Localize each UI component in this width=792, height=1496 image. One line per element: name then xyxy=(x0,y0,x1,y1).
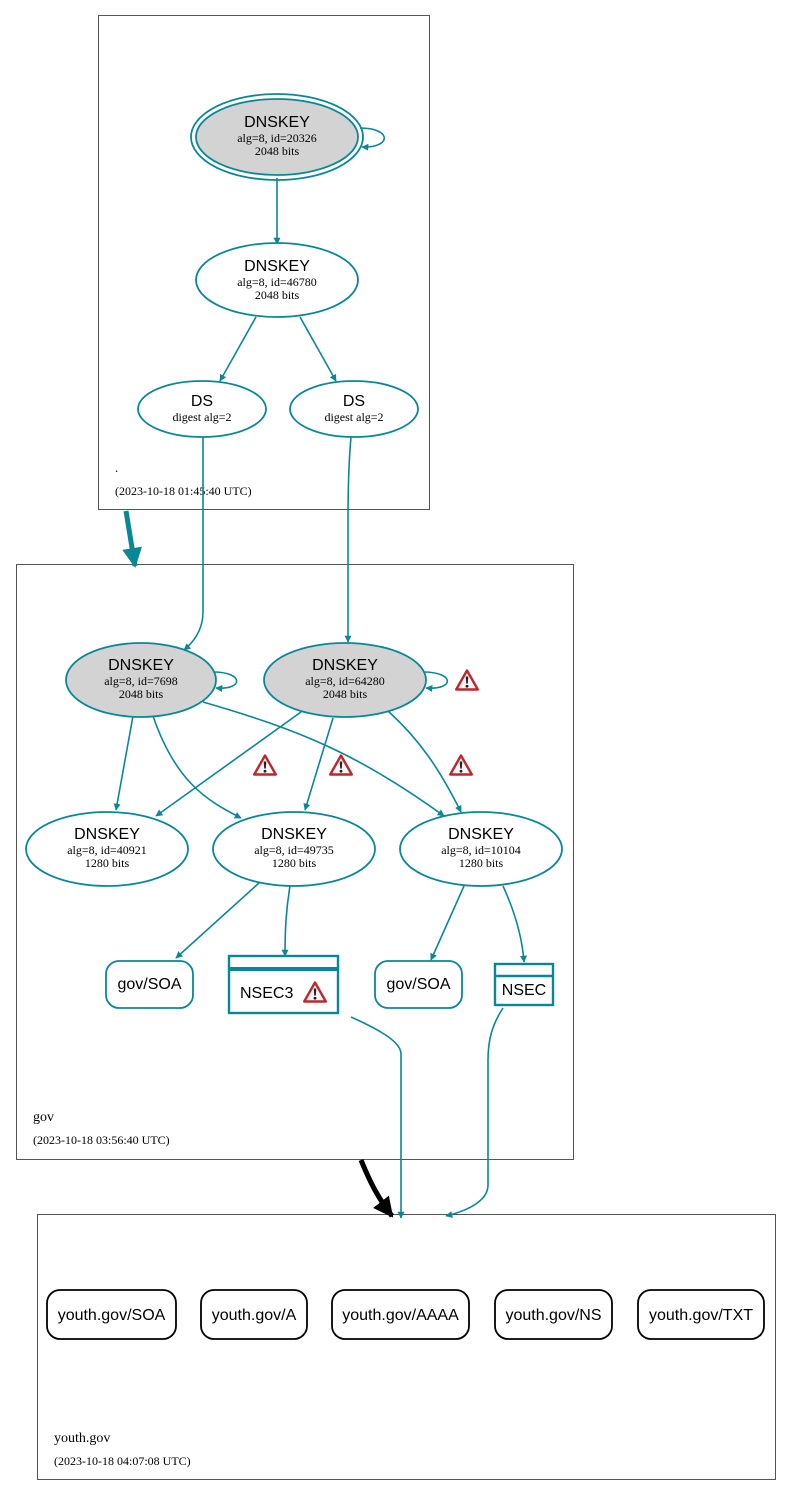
node-ds-2-title: DS xyxy=(343,393,365,410)
edge-warning-icon-1[interactable] xyxy=(253,754,277,776)
node-gov-soa-2-label: gov/SOA xyxy=(386,976,450,993)
node-nsec3[interactable]: NSEC3 xyxy=(227,954,340,1015)
edge-nsec3-youth xyxy=(350,1016,405,1219)
node-root-ksk-title: DNSKEY xyxy=(244,114,310,131)
node-gov-zsk-10104[interactable]: DNSKEY alg=8, id=10104 1280 bits xyxy=(399,811,563,887)
node-gov-zsk-49735-title: DNSKEY xyxy=(261,826,327,843)
zone-gov: gov (2023-10-18 03:56:40 UTC) xyxy=(16,564,574,1160)
node-nsec-label: NSEC xyxy=(502,982,546,999)
edge-ds1-gov-ksk1 xyxy=(183,437,204,651)
node-gov-soa-1[interactable]: gov/SOA xyxy=(105,960,194,1009)
node-gov-zsk-49735-line1: alg=8, id=49735 xyxy=(254,843,334,857)
node-root-ksk-line2: 2048 bits xyxy=(255,144,300,158)
node-gov-zsk-40921-line2: 1280 bits xyxy=(85,856,130,870)
edge-ksk2-zsk2 xyxy=(303,717,334,811)
zone-root-name: . xyxy=(115,460,118,475)
zone-root: . (2023-10-18 01:45:40 UTC) xyxy=(98,15,430,510)
node-ds-2-line1: digest alg=2 xyxy=(324,410,383,424)
zone-root-timestamp: (2023-10-18 01:45:40 UTC) xyxy=(115,484,252,498)
record-youth-txt[interactable]: youth.gov/TXT xyxy=(637,1289,765,1340)
record-youth-a-label: youth.gov/A xyxy=(212,1307,297,1324)
node-gov-zsk-40921-line1: alg=8, id=40921 xyxy=(67,843,147,857)
node-root-zsk-title: DNSKEY xyxy=(244,258,310,275)
delegation-arrow-gov-youth xyxy=(358,1159,394,1218)
edge-root-zsk-ds1 xyxy=(219,316,257,382)
node-gov-zsk-40921-title: DNSKEY xyxy=(74,826,140,843)
node-ds-1-title: DS xyxy=(191,393,213,410)
zone-youth-timestamp: (2023-10-18 04:07:08 UTC) xyxy=(54,1454,191,1468)
node-gov-ksk-7698-line1: alg=8, id=7698 xyxy=(104,674,178,688)
node-root-ksk[interactable]: DNSKEY alg=8, id=20326 2048 bits xyxy=(190,93,364,181)
edge-zsk3-nsec xyxy=(502,885,528,963)
node-gov-zsk-10104-line2: 1280 bits xyxy=(459,856,504,870)
node-gov-zsk-10104-title: DNSKEY xyxy=(448,826,514,843)
record-youth-soa[interactable]: youth.gov/SOA xyxy=(46,1289,177,1340)
edge-warning-icon-2[interactable] xyxy=(329,754,353,776)
record-youth-a[interactable]: youth.gov/A xyxy=(200,1289,308,1340)
node-root-zsk-line2: 2048 bits xyxy=(255,288,300,302)
edge-ksk2-zsk1 xyxy=(155,711,302,817)
zone-youth-box xyxy=(37,1214,776,1480)
node-gov-ksk-64280-line2: 2048 bits xyxy=(323,687,368,701)
record-youth-txt-label: youth.gov/TXT xyxy=(649,1307,753,1324)
zone-gov-name: gov xyxy=(33,1110,54,1125)
node-nsec3-label: NSEC3 xyxy=(240,985,293,1002)
node-ds-2[interactable]: DS digest alg=2 xyxy=(289,380,419,438)
node-nsec[interactable]: NSEC xyxy=(493,962,555,1007)
node-gov-soa-2[interactable]: gov/SOA xyxy=(374,960,463,1009)
node-gov-zsk-10104-line1: alg=8, id=10104 xyxy=(441,843,521,857)
node-gov-ksk-64280-line1: alg=8, id=64280 xyxy=(305,674,385,688)
zone-gov-box xyxy=(16,564,574,1160)
record-youth-aaaa-label: youth.gov/AAAA xyxy=(342,1307,459,1324)
edge-warning-icon-3[interactable] xyxy=(449,754,473,776)
node-gov-ksk-64280-title: DNSKEY xyxy=(312,657,378,674)
record-youth-ns[interactable]: youth.gov/NS xyxy=(494,1289,613,1340)
node-gov-ksk-7698[interactable]: DNSKEY alg=8, id=7698 2048 bits xyxy=(65,642,217,718)
record-youth-aaaa[interactable]: youth.gov/AAAA xyxy=(331,1289,470,1340)
node-gov-zsk-49735[interactable]: DNSKEY alg=8, id=49735 1280 bits xyxy=(212,811,376,887)
zone-youth-name: youth.gov xyxy=(54,1431,110,1446)
edge-nsec-youth xyxy=(445,1007,504,1218)
edge-ds2-gov-ksk2 xyxy=(344,436,352,643)
node-root-zsk[interactable]: DNSKEY alg=8, id=46780 2048 bits xyxy=(195,242,359,318)
record-youth-soa-label: youth.gov/SOA xyxy=(58,1307,166,1324)
node-ds-1[interactable]: DS digest alg=2 xyxy=(137,380,267,438)
zone-youth-gov: youth.gov (2023-10-18 04:07:08 UTC) xyxy=(37,1214,776,1480)
zone-root-box xyxy=(98,15,430,510)
edge-root-zsk-ds2 xyxy=(299,316,337,382)
edge-ksk1-zsk1 xyxy=(113,715,134,811)
edge-root-ksk-self xyxy=(359,127,386,151)
zone-gov-timestamp: (2023-10-18 03:56:40 UTC) xyxy=(33,1133,170,1147)
edge-gov-ksk2-self xyxy=(422,671,449,692)
node-gov-zsk-40921[interactable]: DNSKEY alg=8, id=40921 1280 bits xyxy=(25,811,189,887)
edge-gov-ksk1-self xyxy=(212,671,238,692)
edge-ksk1-zsk3 xyxy=(202,701,445,817)
node-root-zsk-line1: alg=8, id=46780 xyxy=(237,275,317,289)
ksk-64280-warning-icon[interactable] xyxy=(455,669,479,691)
edge-ksk2-zsk3 xyxy=(387,710,462,813)
node-gov-ksk-7698-title: DNSKEY xyxy=(108,657,174,674)
node-gov-soa-1-label: gov/SOA xyxy=(117,976,181,993)
node-gov-zsk-49735-line2: 1280 bits xyxy=(272,856,317,870)
node-gov-ksk-7698-line2: 2048 bits xyxy=(119,687,164,701)
delegation-arrow-root-gov xyxy=(122,510,142,568)
edges xyxy=(113,127,528,1219)
node-root-ksk-line1: alg=8, id=20326 xyxy=(237,131,317,145)
record-youth-ns-label: youth.gov/NS xyxy=(505,1307,601,1324)
edge-zsk2-soa xyxy=(175,882,260,959)
edge-zsk2-nsec3 xyxy=(281,885,291,957)
node-ds-1-line1: digest alg=2 xyxy=(172,410,231,424)
edge-ksk1-zsk2 xyxy=(152,715,242,819)
edge-zsk3-soa xyxy=(430,885,465,961)
node-gov-ksk-64280[interactable]: DNSKEY alg=8, id=64280 2048 bits xyxy=(263,642,427,718)
